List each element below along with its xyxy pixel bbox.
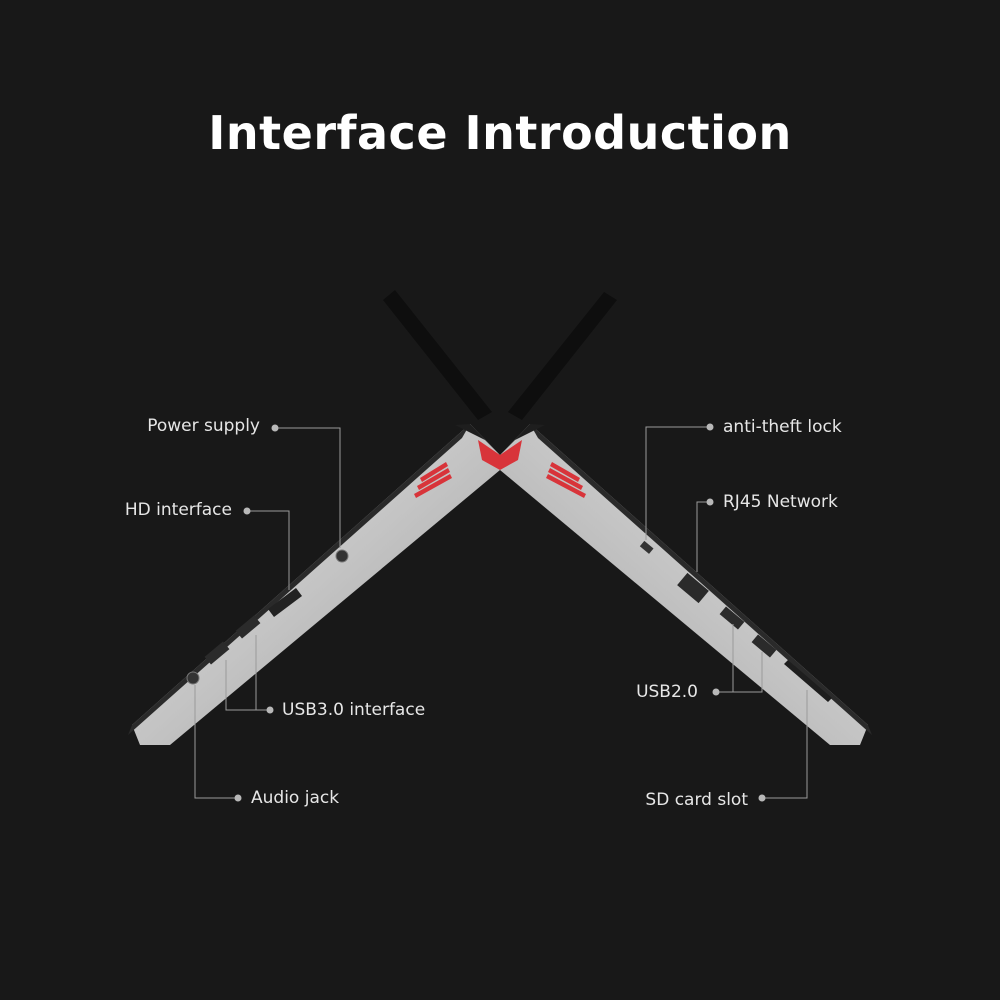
label-hd-interface: HD interface [124, 500, 232, 520]
label-usb30-interface: USB3.0 interface [282, 700, 426, 720]
lock-slot-icon [639, 540, 654, 554]
power-port-icon [335, 549, 349, 563]
sd-slot-icon [784, 660, 832, 702]
usb30-port-icon [235, 615, 261, 639]
label-audio-jack: Audio jack [251, 788, 340, 808]
label-sd-card-slot: SD card slot [645, 790, 748, 810]
red-hinge-accent-right [500, 440, 522, 470]
page-title: Interface Introduction [208, 106, 792, 160]
red-hinge-accent-left [478, 440, 500, 470]
lid-edges [383, 290, 617, 420]
label-anti-theft-lock: anti-theft lock [723, 417, 842, 437]
usb30-port-icon [204, 641, 230, 665]
ports-left [186, 549, 349, 685]
leader-dots [234, 423, 766, 802]
audio-jack-icon [186, 671, 200, 685]
label-rj45-network: RJ45 Network [723, 492, 838, 512]
label-usb20: USB2.0 [636, 682, 698, 702]
usb20-port-icon [751, 634, 777, 658]
hdmi-port-icon [268, 588, 302, 617]
laptop-left-side [128, 424, 500, 745]
rj45-port-icon [677, 572, 709, 604]
ports-right [639, 540, 832, 702]
red-vent-left [414, 462, 452, 498]
usb20-port-icon [719, 606, 745, 630]
label-power-supply: Power supply [147, 416, 260, 436]
leader-lines [194, 426, 808, 799]
red-vent-right [546, 462, 586, 498]
